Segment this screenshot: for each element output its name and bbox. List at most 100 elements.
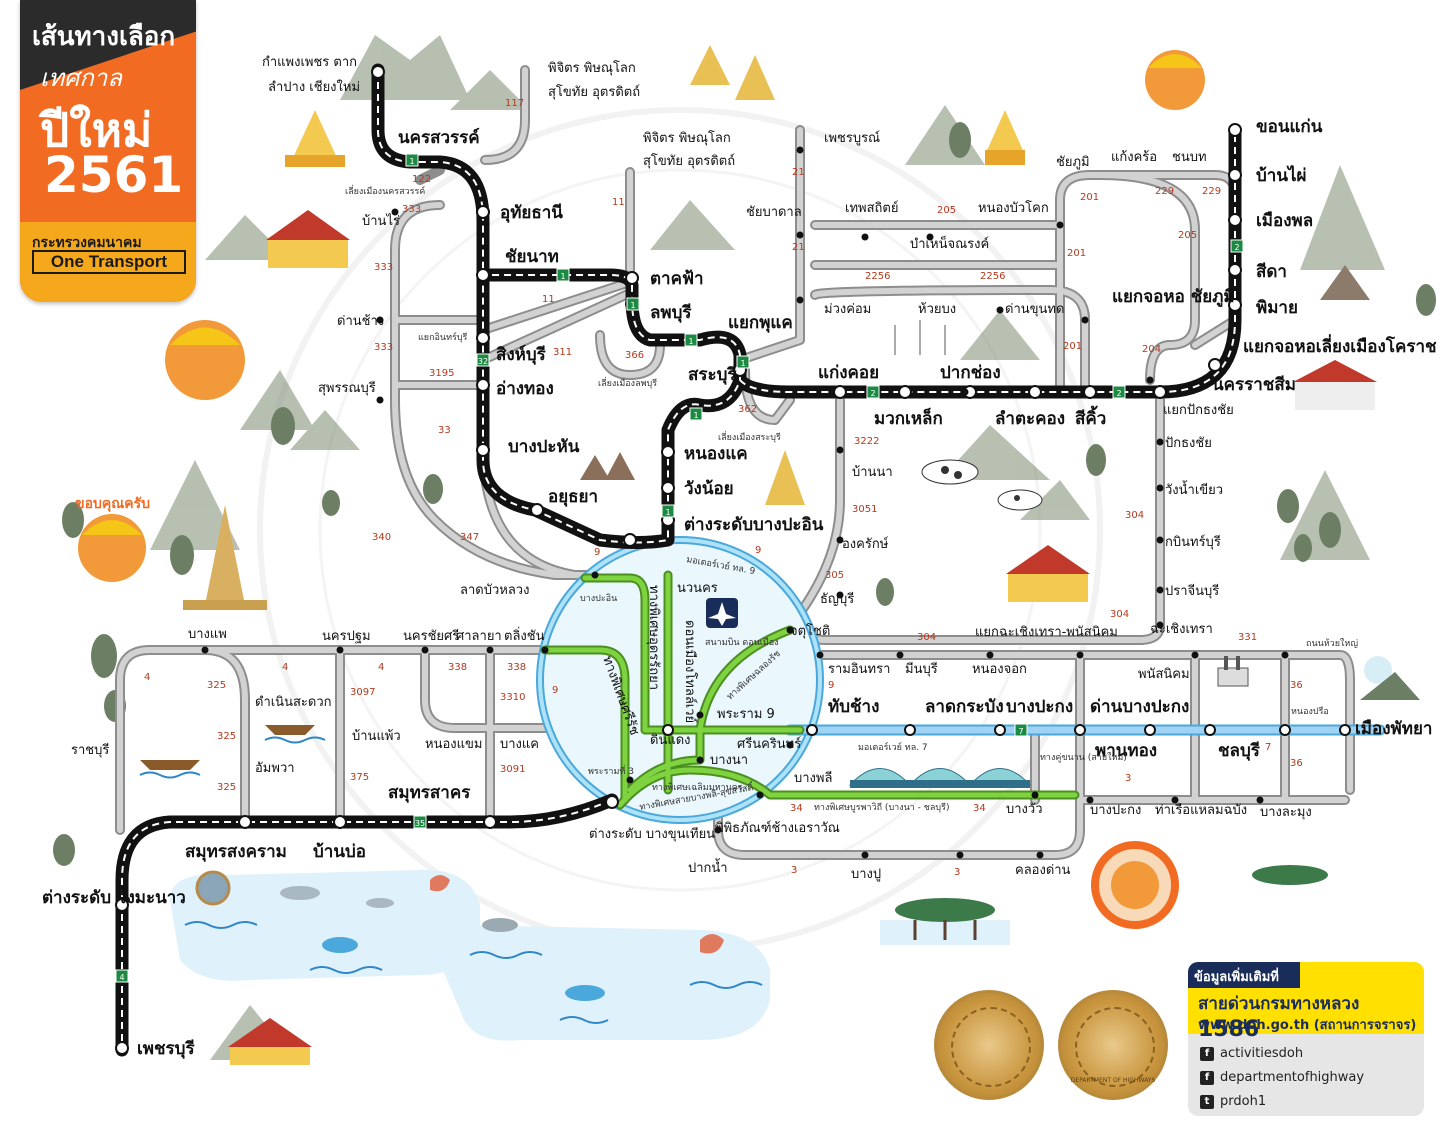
label-ongkharak: องครักษ์ [842,536,889,552]
label-bangkhunthian: ต่างระดับ บางขุนเทียน [589,826,715,842]
shield-label: 1 [688,337,693,346]
label-banbo: บ้านบ่อ [313,842,366,862]
title-line1: เส้นทางเลือก [32,22,176,52]
label-nongprue: หนองปรือ [1291,706,1329,717]
label-danbangpakong: ด่านบางปะกง [1090,697,1189,717]
label-bangna: บางนา [710,753,748,768]
label-banglamung: บางละมุง [1260,805,1312,820]
label-muaklek: มวกเหล็ก [874,406,943,429]
route-number: 33 [438,425,451,436]
website-link[interactable]: www.doh.go.th (สถานการจราจร) [1198,1018,1417,1033]
label-udonratthaya: ทางพิเศษอุดรรัถยา [646,585,661,690]
label-srinakarin: ศรีนครินทร์ [737,736,801,752]
highway-shields: 1 1 1 1 32 1 1 2 2 2 1 7 35 4 [115,153,1244,983]
label-ramintra: รามอินทรา [828,662,890,677]
route-number: 21 [792,167,805,178]
label-ayutthaya: อยุธยา [548,487,598,507]
label-muangphon: เมืองพล [1256,210,1313,231]
route-number: 7 [1265,742,1271,753]
label-rama3: พระรามที่ 3 [588,764,634,777]
route-number: 3222 [854,436,879,447]
label-chatuchot: จตุโชติ [790,623,830,639]
label-nongchok: หนองจอก [972,662,1027,677]
label-banphai: บ้านไผ่ [1256,165,1306,186]
label-nakhonchaisri: นครชัยศรี [403,628,459,644]
facebook-icon: f [1200,1070,1214,1085]
cows-illustration [921,459,1043,511]
label-prachinburi: ปราจีนบุรี [1165,583,1219,599]
label-lopburi: ลพบุรี [650,302,692,323]
label-nongkhaem: หนองแขม [425,737,482,752]
label-phichit: พิจิตร พิษณุโลก [548,60,636,76]
label-navanakorn: นวนคร [677,581,718,596]
label-thanyaburi: ธัญบุรี [820,591,854,607]
route-number: 117 [505,98,524,109]
route-number: 333 [402,204,421,215]
label-bangpain: ต่างระดับบางปะอิน [684,515,824,535]
trees [53,122,1436,866]
label-motorway7: มอเตอร์เวย์ ทล. 7 [858,741,928,753]
label-nongbuakhok: หนองบัวโคก [978,200,1049,216]
label-bypass-saraburi: เลี่ยงเมืองสระบุรี [718,430,781,443]
label-yaekinburi: แยกอินทร์บุรี [418,331,468,343]
route-number: 4 [144,672,150,683]
label-latbualuang: ลาดบัวหลวง [460,583,529,598]
greeting-text: ขอบคุณครับ [75,496,150,512]
route-number: 325 [217,731,236,742]
route-number: 325 [207,680,226,691]
hotline[interactable]: สายด่วนกรมทางหลวง 1586 [1198,990,1424,1042]
route-number: 201 [1067,248,1086,259]
label-sikhio: สีคิ้ว [1075,405,1106,429]
mangrove-illustration [895,865,1328,940]
label-kamphaeng: กำแพงเพชร ตาก [262,55,357,70]
label-donmueang-airport: สนามบิน ดอนเมือง [705,637,779,648]
hotline-number: 1586 [1198,1017,1260,1042]
info-header-tab [1188,962,1300,988]
route-number: 3310 [500,692,525,703]
route-number: 201 [1080,192,1099,203]
label-kaengkhro: แก้งคร้อ [1111,150,1157,165]
label-chachoengsao: ฉะเชิงเทรา [1150,622,1213,637]
label-banrai: บ้านไร่ [362,213,400,229]
boats-icon [139,725,326,779]
label-nakhonsawan: นครสวรรค์ [398,127,480,148]
alt-routes-fill [117,67,1353,858]
place-labels: กำแพงเพชร ตาก ลำปาง เชียงใหม่ พิจิตร พิษ… [42,55,1437,1059]
label-chaibadan: ชัยบาดาล [746,205,802,220]
label-dankhuntot: ด่านขุนทด [1005,302,1064,317]
label-bangphae: บางแพ [188,627,227,642]
shield-label: 1 [665,508,670,517]
label-bangwua: บางวัว [1006,802,1043,817]
label-nakhonratchasima: นครราชสีมา [1212,374,1305,395]
title-panel: เส้นทางเลือก เทศกาล ปีใหม่ 2561 กระทรวงค… [20,0,196,302]
label-banphaeo: บ้านแพ้ว [352,729,401,744]
label-yaekchachoengsao: แยกฉะเชิงเทรา-พนัสนิคม [975,625,1118,640]
label-panasnikhom: พนัสนิคม [1138,667,1190,682]
label-bangpakong-2: บางปะกง [1090,803,1141,818]
route-number: 3 [791,865,797,876]
label-samutsakhon: สมุทรสาคร [388,783,471,803]
label-thapchang: ทับช้าง [828,697,879,717]
label-dindaeng: ดินแดง [650,733,691,748]
route-number: 21 [792,242,805,253]
label-danchang: ด่านช้าง [337,314,384,329]
route-number: 11 [542,294,555,305]
mascots [78,50,1205,929]
route-number: 2256 [865,271,890,282]
route-number: 311 [553,347,572,358]
label-ratchaburi: ราชบุรี [71,742,109,758]
label-chaiyaphum: ชัยภูมิ [1056,155,1090,170]
label-singburi: สิงห์บุรี [496,344,547,365]
airport-icon [706,598,738,628]
label-tollway: ดอนเมืองโทลล์เวย์ [682,620,698,723]
title-line3: ปีใหม่ [40,103,153,157]
label-phanthong: พานทอง [1095,741,1157,761]
label-lamtakhong: ลำตะคอง [995,409,1065,429]
label-erawan: พิพิธภัณฑ์ช้างเอราวัณ [715,820,840,836]
shield-label: 1 [630,301,635,310]
shield-label: 2 [1234,243,1239,252]
